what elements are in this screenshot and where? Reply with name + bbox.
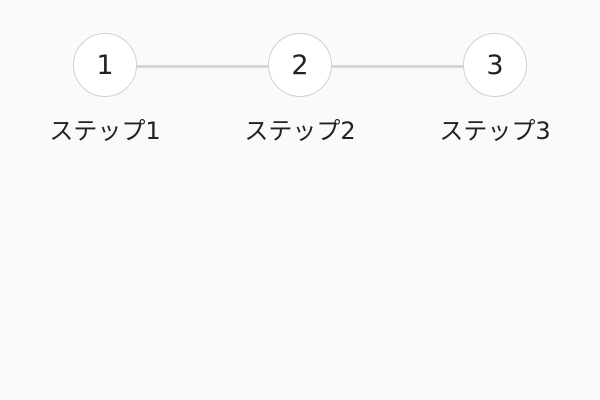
step-3[interactable]: 3 ステップ3 (420, 33, 570, 146)
step-connector-1-2 (137, 65, 268, 68)
step-1[interactable]: 1 ステップ1 (30, 33, 180, 146)
step-1-label: ステップ1 (49, 117, 161, 145)
step-3-label: ステップ3 (439, 117, 551, 145)
step-1-circle[interactable]: 1 (73, 33, 137, 97)
step-2[interactable]: 2 ステップ2 (225, 33, 375, 146)
step-2-circle[interactable]: 2 (268, 33, 332, 97)
step-2-label: ステップ2 (244, 117, 356, 145)
stepper: 1 ステップ1 2 ステップ2 3 ステップ3 (0, 0, 600, 160)
step-3-circle[interactable]: 3 (463, 33, 527, 97)
step-connector-2-3 (332, 65, 463, 68)
